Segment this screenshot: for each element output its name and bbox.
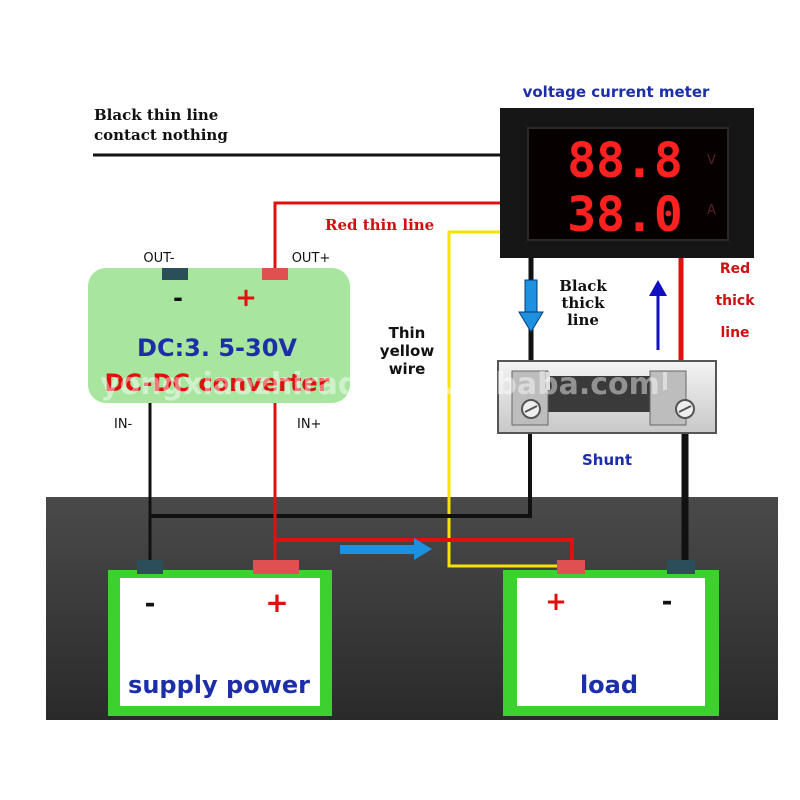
converter-out-plus-label: OUT+ [292,251,331,266]
supply-label: supply power [128,671,310,699]
supply-battery-inner [120,578,320,706]
yellow-wire [447,230,560,568]
note-yellow-1: Thin [389,324,426,342]
amp-unit: A [707,203,716,218]
note-red-thick-3: line [720,325,749,341]
load-plus-terminal [557,560,585,574]
supply-plus-terminal [253,560,299,574]
load-battery-inner [517,578,705,706]
shunt-right-screw-slot [678,405,692,413]
load-minus-sign: - [662,587,673,617]
meter-title: voltage current meter [523,83,710,101]
converter-body [88,268,350,403]
converter-voltage-range: DC:3. 5-30V [137,334,297,362]
converter-title: DC-DC converter [104,369,329,397]
supply-minus-sign: - [145,589,156,619]
converter-out-plus-terminal [262,268,288,280]
meter-display [527,127,729,241]
shunt-label: Shunt [582,451,632,469]
converter-plus-sign: + [235,283,257,313]
supply-minus-terminal [137,560,163,574]
note-black-thick-3: line [567,311,599,329]
down-arrow-icon [518,279,544,333]
note-yellow-2: yellow [380,342,435,360]
note-red-thick-1: Red [720,261,750,277]
ground-return-wire [150,432,532,518]
converter-in-plus-label: IN+ [297,417,321,432]
note-yellow-3: wire [389,360,426,378]
load-minus-terminal [667,560,695,574]
note-black-thick-1: Black [559,277,607,295]
load-label: load [580,671,638,699]
volt-unit: V [707,153,716,168]
red-thin-wire [273,201,500,268]
note-black-thin-2: contact nothing [94,126,228,144]
up-arrow-icon [649,280,667,350]
note-red-thin: Red thin line [325,216,434,234]
supply-load-red-wire [275,538,574,563]
note-black-thin-1: Black thin line [94,106,218,124]
converter-in-minus-label: IN- [114,417,133,432]
current-reading: 38.0 [567,187,683,243]
shunt-resistor [548,376,650,412]
shunt-left-screw-slot [524,405,538,413]
converter-out-minus-label: OUT- [143,251,174,266]
supply-plus-sign: + [265,586,288,619]
converter-minus-sign: - [173,284,183,312]
watermark: yongxiaozhiradio.en.alibaba.com [100,367,660,402]
converter-out-minus-terminal [162,268,188,280]
load-plus-sign: + [545,587,567,617]
current-flow-arrow-icon [340,538,432,560]
note-red-thick-2: thick [715,293,755,309]
note-black-thick-2: thick [561,294,605,312]
voltage-reading: 88.8 [567,133,683,189]
